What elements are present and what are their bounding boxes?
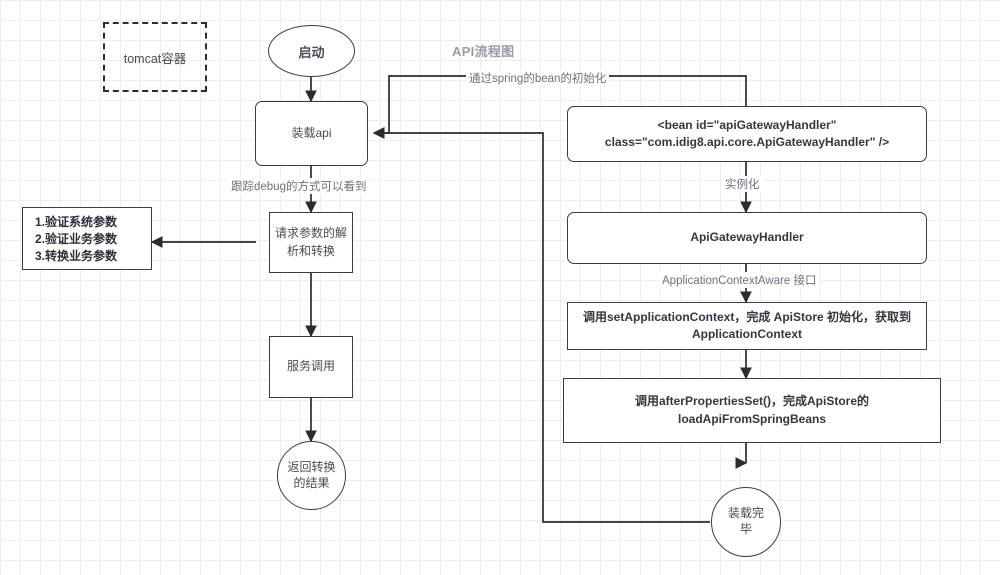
node-tomcat-container[interactable]: tomcat容器 (103, 22, 207, 92)
node-after-properties-set-line2: loadApiFromSpringBeans (677, 411, 826, 426)
node-param-parse[interactable]: 请求参数的解 析和转换 (269, 212, 353, 273)
node-api-gateway-handler[interactable]: ApiGatewayHandler (567, 212, 927, 264)
node-start-label: 启动 (298, 44, 325, 60)
node-after-properties-set-line1: 调用afterPropertiesSet()，完成ApiStore的 (634, 394, 870, 409)
node-bean-definition-line1: <bean id="apiGatewayHandler" (657, 117, 837, 132)
node-set-application-context-line1: 调用setApplicationContext，完成 ApiStore 初始化，… (582, 309, 911, 324)
node-set-application-context[interactable]: 调用setApplicationContext，完成 ApiStore 初始化，… (567, 302, 927, 350)
node-load-done-line2: 毕 (739, 522, 752, 536)
node-api-gateway-handler-label: ApiGatewayHandler (690, 230, 804, 245)
edge-label-app-context-aware: ApplicationContextAware 接口 (659, 272, 820, 288)
node-return-result[interactable]: 返回转换 的结果 (277, 441, 346, 510)
node-after-properties-set[interactable]: 调用afterPropertiesSet()，完成ApiStore的 loadA… (563, 378, 941, 443)
validation-item-3: 3.转换业务参数 (35, 249, 118, 264)
validation-item-2: 2.验证业务参数 (35, 232, 118, 247)
node-bean-definition[interactable]: <bean id="apiGatewayHandler" class="com.… (567, 106, 927, 162)
node-tomcat-container-label: tomcat容器 (123, 51, 187, 66)
node-return-result-line2: 的结果 (293, 475, 330, 490)
edge-label-instantiate: 实例化 (722, 176, 763, 192)
diagram-title: API流程图 (452, 44, 515, 59)
edge-label-debug-trace: 跟踪debug的方式可以看到 (228, 178, 370, 194)
node-service-call-label: 服务调用 (286, 359, 335, 374)
node-param-parse-line2: 析和转换 (286, 243, 335, 258)
node-load-api[interactable]: 装载api (255, 101, 368, 166)
node-set-application-context-line2: ApplicationContext (691, 327, 802, 341)
node-return-result-line1: 返回转换 (287, 459, 336, 474)
node-load-api-label: 装载api (291, 125, 332, 140)
node-service-call[interactable]: 服务调用 (269, 336, 353, 398)
validation-item-1: 1.验证系统参数 (35, 215, 118, 229)
node-bean-definition-line2: class="com.idig8.api.core.ApiGatewayHand… (604, 135, 890, 149)
edge-label-spring-bean-init: 通过spring的bean的初始化 (466, 70, 610, 86)
node-start[interactable]: 启动 (268, 25, 355, 77)
node-param-parse-line1: 请求参数的解 (274, 226, 347, 241)
node-load-done[interactable]: 装载完 毕 (711, 487, 781, 557)
node-load-done-line1: 装载完 (727, 506, 764, 521)
node-validation-list[interactable]: 1.验证系统参数 2.验证业务参数 3.转换业务参数 (22, 207, 152, 270)
